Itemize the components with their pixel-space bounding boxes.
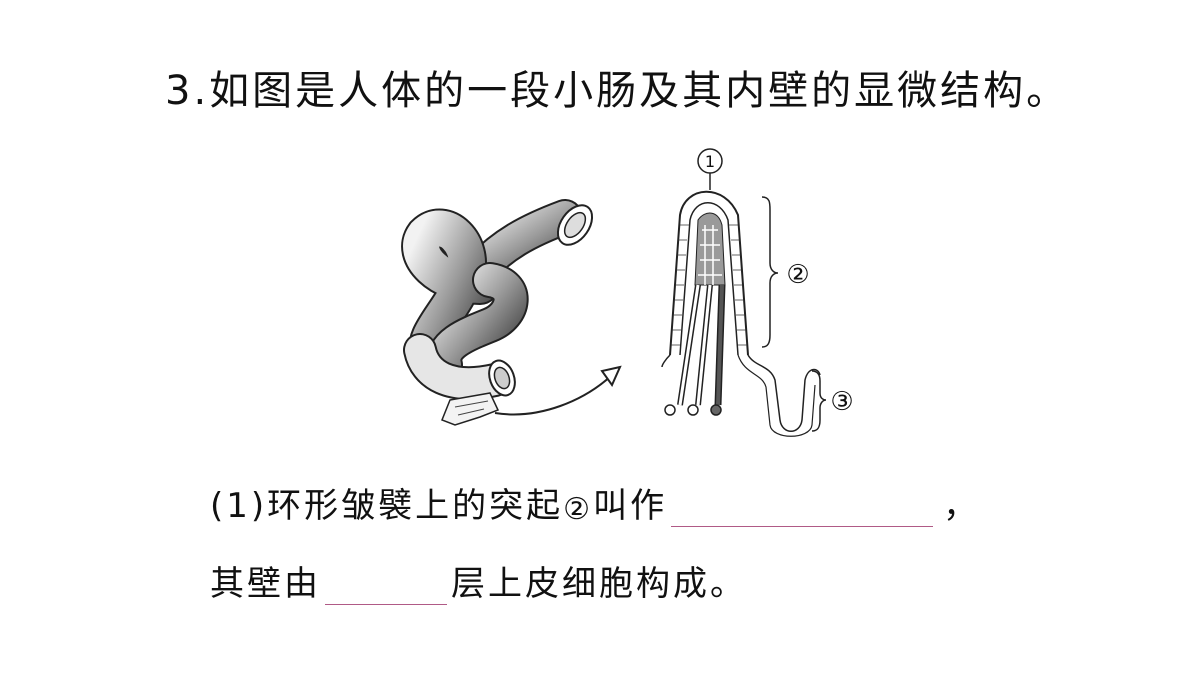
answer-blank-cell-layers[interactable] <box>325 564 447 605</box>
circled-number-marker: ② <box>563 492 594 527</box>
sub-question-1-line2-suffix: 层上皮细胞构成。 <box>451 564 747 604</box>
sub-question-1-prefix: (1)环形皱襞上的突起 <box>210 486 564 526</box>
question-title: 3.如图是人体的一段小肠及其内壁的显微结构。 <box>165 68 1070 114</box>
intestine-coil-drawing <box>401 199 622 426</box>
answer-blank-villus[interactable] <box>671 486 934 527</box>
sub-question-1-comma: ， <box>943 486 981 526</box>
villus-structure-drawing: 1 <box>661 148 827 437</box>
figure-label-3: ③ <box>830 387 853 417</box>
sub-question-1-line2-prefix: 其壁由 <box>210 564 321 604</box>
sub-question-1-line-2: 其壁由 层上皮细胞构成。 <box>210 556 747 605</box>
small-intestine-figure: 1 ① ② ③ <box>401 148 854 437</box>
sub-question-1-mid: 叫作 <box>593 486 668 526</box>
sub-question-1-line-1: (1)环形皱襞上的突起 ② 叫作 ， <box>210 478 980 527</box>
svg-text:1: 1 <box>705 152 715 171</box>
figure-label-2: ② <box>786 260 809 290</box>
